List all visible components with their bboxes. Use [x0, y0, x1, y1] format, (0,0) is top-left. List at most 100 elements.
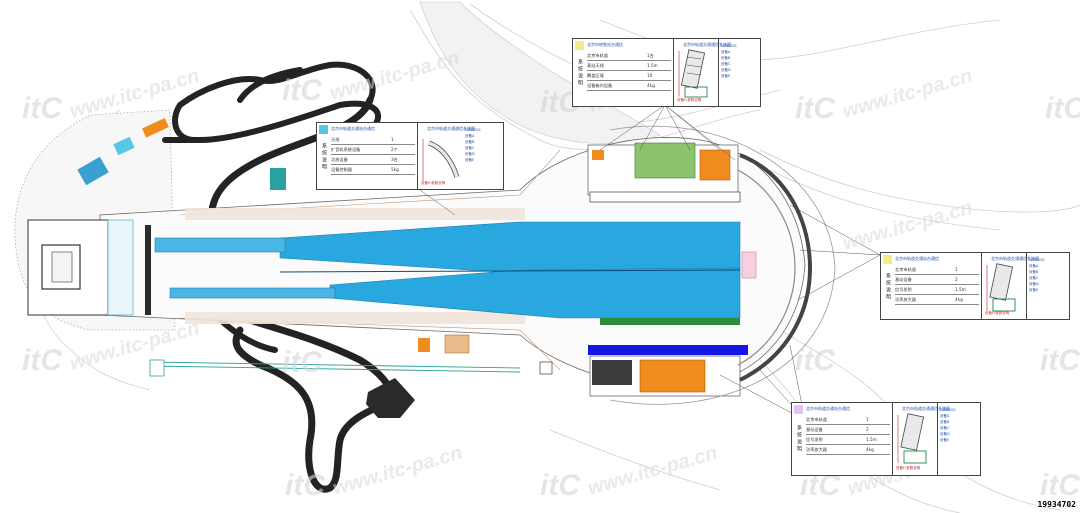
callout-row-value: 4kg [647, 81, 671, 91]
yellow-marker-icon [575, 41, 584, 50]
callout-row-value: 1台 [647, 51, 671, 61]
callout-note: 设备D [1029, 282, 1039, 286]
hatch-band-top [185, 208, 525, 220]
callout-box-top: 北京市地铁站台通信 系统说明 北京市轨道 基站天线 覆盖区域 设备箱内设备 1台… [572, 38, 761, 107]
callout-row-value: 1.5m [955, 285, 979, 295]
track-upper-arm [237, 67, 303, 103]
watermark-url: www.itc-pa.cn [330, 442, 465, 500]
callout-row-label: 北京市轨道 [587, 51, 647, 61]
callout-note: 设备A [940, 414, 950, 418]
callout-note: 设备C [940, 426, 950, 430]
callout-diagram-heading: 北京市轨道交通通信系统图 [991, 256, 1039, 261]
callout-row-value: 3台 [391, 155, 415, 165]
teal-block-left [77, 156, 109, 186]
orange-block-lower-b [444, 334, 470, 354]
teal-marker-icon [319, 125, 328, 134]
callout-red-note: 设备F/参数说明 [421, 181, 446, 185]
image-id-label: 19934702 [1037, 500, 1076, 509]
callout-note: 设备A [465, 134, 475, 138]
callout-vertical-label: 系统说明 [321, 143, 327, 171]
track-curve-main [208, 96, 374, 214]
curved-stand-outer [609, 125, 836, 405]
callout-note: 设备B [721, 56, 731, 60]
watermark-logo: itC [1040, 469, 1080, 502]
track-end-building [366, 378, 415, 418]
cable-end-box-right [539, 361, 553, 375]
callout-note: 设备E [721, 74, 731, 78]
platform-divider [279, 269, 741, 273]
platform-entry-lower [169, 287, 336, 299]
callout-divider [981, 253, 982, 319]
callout-note: 设备D [465, 152, 475, 156]
callout-leader-lines [419, 104, 881, 421]
callout-note: 设备B [1029, 270, 1039, 274]
watermark-url: www.itc-pa.cn [585, 442, 720, 500]
callout-note: 设备B [465, 140, 475, 144]
callout-red-note: 设备F/参数说明 [896, 466, 921, 470]
callout-row-value: 1 [955, 265, 979, 275]
watermark-logo: itC [1040, 344, 1080, 377]
callout-note: 设备C [721, 62, 731, 66]
callout-heading: 北京市地铁站台通信 [587, 42, 623, 47]
callout-row-value: 2 [866, 425, 890, 435]
callout-note: LAN0001 [721, 44, 737, 48]
watermark-logo: itC [795, 344, 836, 377]
callout-diagram [897, 413, 927, 464]
callout-vertical-label: 系统说明 [577, 59, 583, 87]
cable-end-box [149, 359, 165, 377]
callout-note: 设备E [465, 158, 475, 162]
orange-block-lower-a [418, 338, 430, 352]
callout-row-label: 设备箱内设备 [587, 81, 647, 91]
callout-row-label: 功放设备 [331, 155, 391, 165]
orange-zone-lower [639, 359, 706, 393]
callout-row-label: 覆盖区域 [587, 71, 647, 81]
callout-box-bottom: 北京市轨道交通站台通信 系统说明 北京市轨道 基站设备 信号发射 功率放大器 1… [791, 402, 981, 476]
callout-row-value: 2个 [391, 145, 415, 155]
left-dark-strip [145, 225, 151, 315]
callout-row-label: 基站天线 [587, 61, 647, 71]
callout-row-value: 2 [955, 275, 979, 285]
callout-note: 设备D [721, 68, 731, 72]
yellow-marker-icon [883, 255, 892, 264]
blue-band-lower [588, 345, 748, 355]
callout-row-label: 北京市轨道 [806, 415, 866, 425]
callout-heading: 北京市轨道交通站台通信 [895, 256, 939, 261]
watermark-logo: itC [22, 92, 63, 125]
callout-diagram-heading: 北京市轨道交通通信系统图 [427, 126, 475, 131]
watermark-logo: itC [282, 74, 323, 107]
callout-row-value: 5kg [391, 165, 415, 175]
callout-box-left: 北京市轨道交通站台通信 系统说明 天线 扩音机系统设备 功放设备 设备控制器 1… [316, 122, 504, 190]
callout-row-label: 功率放大器 [895, 295, 955, 305]
callout-vertical-label: 系统说明 [796, 425, 802, 453]
callout-divider [1026, 253, 1027, 319]
callout-row-value: 1.5m [866, 435, 890, 445]
watermark-url: www.itc-pa.cn [327, 47, 462, 105]
watermark-url: www.itc-pa.cn [840, 197, 975, 255]
callout-row-label: 扩音机系统设备 [331, 145, 391, 155]
callout-note: 设备C [1029, 276, 1039, 280]
callout-red-note: 设备F/参数说明 [985, 311, 1010, 315]
callout-divider [673, 39, 674, 106]
callout-row-label: 基站设备 [895, 275, 955, 285]
watermark-logo: itC [282, 346, 323, 379]
watermark-logo: itC [285, 469, 326, 502]
callout-row-label: 天线 [331, 135, 391, 145]
left-building-inner [51, 251, 73, 283]
callout-note: 设备C [465, 146, 475, 150]
pink-control-room [741, 251, 757, 279]
platform-entry-upper [154, 237, 286, 253]
green-zone-upper [634, 142, 696, 179]
teal-small-block [270, 168, 286, 190]
callout-row-value: 4kg [866, 445, 890, 455]
callout-divider [718, 39, 719, 106]
callout-row-label: 基站设备 [806, 425, 866, 435]
callout-row-label: 功率放大器 [806, 445, 866, 455]
watermark-logo: itC [795, 92, 836, 125]
callout-red-note: 设备F/参数说明 [677, 98, 702, 102]
callout-row-value: 10 [647, 71, 671, 81]
curved-stand [739, 153, 813, 382]
callout-row-value: 1.5m [647, 61, 671, 71]
callout-heading: 北京市轨道交通站台通信 [331, 126, 375, 131]
hill-terrain [419, 1, 661, 145]
